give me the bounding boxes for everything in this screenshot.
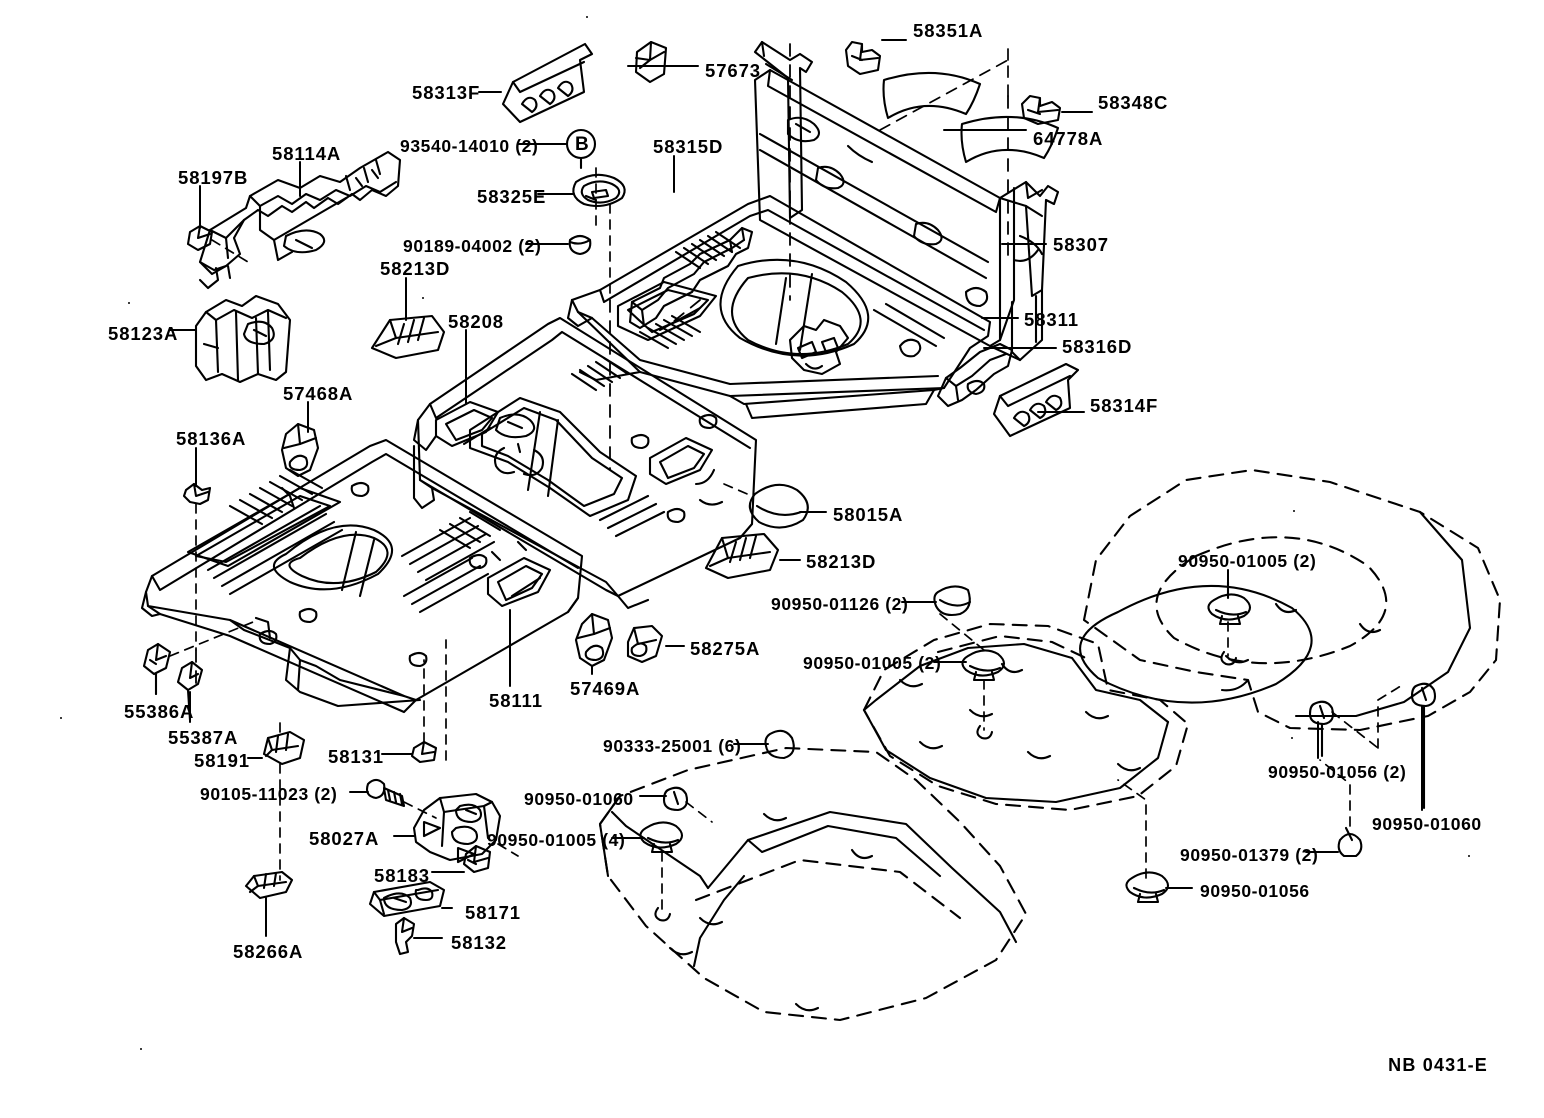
part-callout-90333250016[interactable]: 90333-25001 (6): [603, 736, 742, 756]
part-callout-58131[interactable]: 58131: [328, 746, 384, 767]
diagram-code: NB 0431-E: [1388, 1055, 1488, 1075]
part-callout-58171[interactable]: 58171: [465, 902, 521, 923]
part-callout-58136a[interactable]: 58136A: [176, 428, 247, 449]
part-callout-58111[interactable]: 58111: [489, 690, 543, 711]
part-callout-57468a[interactable]: 57468A: [283, 383, 354, 404]
reference-mark-b[interactable]: B: [575, 134, 590, 155]
part-callout-58213d[interactable]: 58213D: [380, 258, 451, 279]
part-58208: [412, 316, 758, 610]
part-callout-9095001060[interactable]: 90950-01060: [524, 789, 634, 809]
part-58123A: [194, 294, 292, 384]
part-callout-90950013792[interactable]: 90950-01379 (2): [1180, 845, 1319, 865]
part-callout-58027a[interactable]: 58027A: [309, 828, 380, 849]
part-58351A: [844, 40, 882, 76]
part-callout-58311[interactable]: 58311: [1024, 309, 1079, 330]
part-64778A: [882, 71, 1060, 164]
part-58313F: [501, 42, 594, 124]
part-callout-57673[interactable]: 57673: [705, 60, 761, 81]
scan-speck: [1468, 855, 1470, 857]
part-58266A: [244, 870, 294, 900]
part-callout-93540140102[interactable]: 93540-14010 (2): [400, 136, 539, 156]
part-callout-58183[interactable]: 58183: [374, 865, 430, 886]
part-58348C: [1020, 94, 1062, 126]
scan-speck: [128, 302, 130, 304]
part-58213D-upper: [370, 314, 446, 360]
part-57468A: [280, 422, 320, 478]
part-callout-58314f[interactable]: 58314F: [1090, 395, 1159, 416]
part-58325E: [572, 173, 626, 208]
part-90950-01005-rear: [1207, 580, 1252, 626]
part-callout-90950010562[interactable]: 90950-01056 (2): [1268, 762, 1407, 782]
part-callout-58132[interactable]: 58132: [451, 932, 507, 953]
part-58213D-lower: [704, 532, 780, 580]
carpet-front-solid: [598, 794, 1018, 1012]
carpet-center: [862, 622, 1190, 812]
part-90189-04002: [568, 234, 592, 256]
part-90950-01056-pair: [1308, 700, 1335, 758]
part-callout-90950010052[interactable]: 90950-01005 (2): [803, 653, 942, 673]
carpet-front: [598, 746, 1028, 1022]
part-58132: [394, 916, 416, 956]
part-58111: [140, 438, 584, 714]
part-callout-58315d[interactable]: 58315D: [653, 136, 724, 157]
part-callout-58197b[interactable]: 58197B: [178, 167, 249, 188]
part-callout-58351a[interactable]: 58351A: [913, 20, 984, 41]
part-58191: [262, 730, 306, 766]
part-90950-01126: [933, 585, 972, 617]
part-callout-58316d[interactable]: 58316D: [1062, 336, 1133, 357]
part-callout-9095001060[interactable]: 90950-01060: [1372, 814, 1482, 834]
part-callout-90950010052[interactable]: 90950-01005 (2): [1178, 551, 1317, 571]
part-callout-58208[interactable]: 58208: [448, 311, 504, 332]
part-callout-58325e[interactable]: 58325E: [477, 186, 547, 207]
part-57469A: [574, 612, 614, 668]
part-callout-90950010054[interactable]: 90950-01005 (4): [487, 830, 626, 850]
part-90950-01379: [1337, 826, 1363, 858]
scan-speck: [1291, 737, 1293, 739]
part-callout-58348c[interactable]: 58348C: [1098, 92, 1169, 113]
scan-speck: [422, 297, 424, 299]
part-callout-58123a[interactable]: 58123A: [108, 323, 179, 344]
part-callout-58191[interactable]: 58191: [194, 750, 250, 771]
part-callout-55386a[interactable]: 55386A: [124, 701, 195, 722]
part-callout-58313f[interactable]: 58313F: [412, 82, 481, 103]
part-callout-64778a[interactable]: 64778A: [1033, 128, 1104, 149]
part-callout-58213d[interactable]: 58213D: [806, 551, 877, 572]
part-58314F: [992, 362, 1080, 438]
part-callout-58275a[interactable]: 58275A: [690, 638, 761, 659]
scan-speck: [586, 16, 588, 18]
part-58015A: [748, 483, 809, 529]
part-90105-11023: [365, 778, 406, 808]
part-callout-58307[interactable]: 58307: [1053, 234, 1109, 255]
part-callout-57469a[interactable]: 57469A: [570, 678, 641, 699]
carpet-center-solid: [862, 642, 1170, 804]
part-58114A: [198, 150, 402, 290]
part-58275A: [626, 624, 664, 664]
part-90333-25001: [764, 729, 795, 760]
part-callout-58114a[interactable]: 58114A: [272, 143, 342, 164]
part-callout-9095001056[interactable]: 90950-01056: [1200, 881, 1310, 901]
scan-speck: [60, 717, 62, 719]
part-callout-90105110232[interactable]: 90105-11023 (2): [200, 784, 338, 804]
scan-speck: [1293, 510, 1295, 512]
part-callout-90189040022[interactable]: 90189-04002 (2): [403, 236, 542, 256]
part-callout-90950011262[interactable]: 90950-01126 (2): [771, 594, 909, 614]
part-callout-55387a[interactable]: 55387A: [168, 727, 239, 748]
part-58316D: [936, 342, 1014, 408]
part-callout-58266a[interactable]: 58266A: [233, 941, 304, 962]
part-58183: [462, 844, 492, 874]
part-90950-01056-single: [1125, 871, 1170, 904]
scan-speck: [140, 1048, 142, 1050]
part-90950-01060-right: [1410, 682, 1437, 810]
part-58171: [368, 880, 446, 918]
part-callout-58015a[interactable]: 58015A: [833, 504, 904, 525]
